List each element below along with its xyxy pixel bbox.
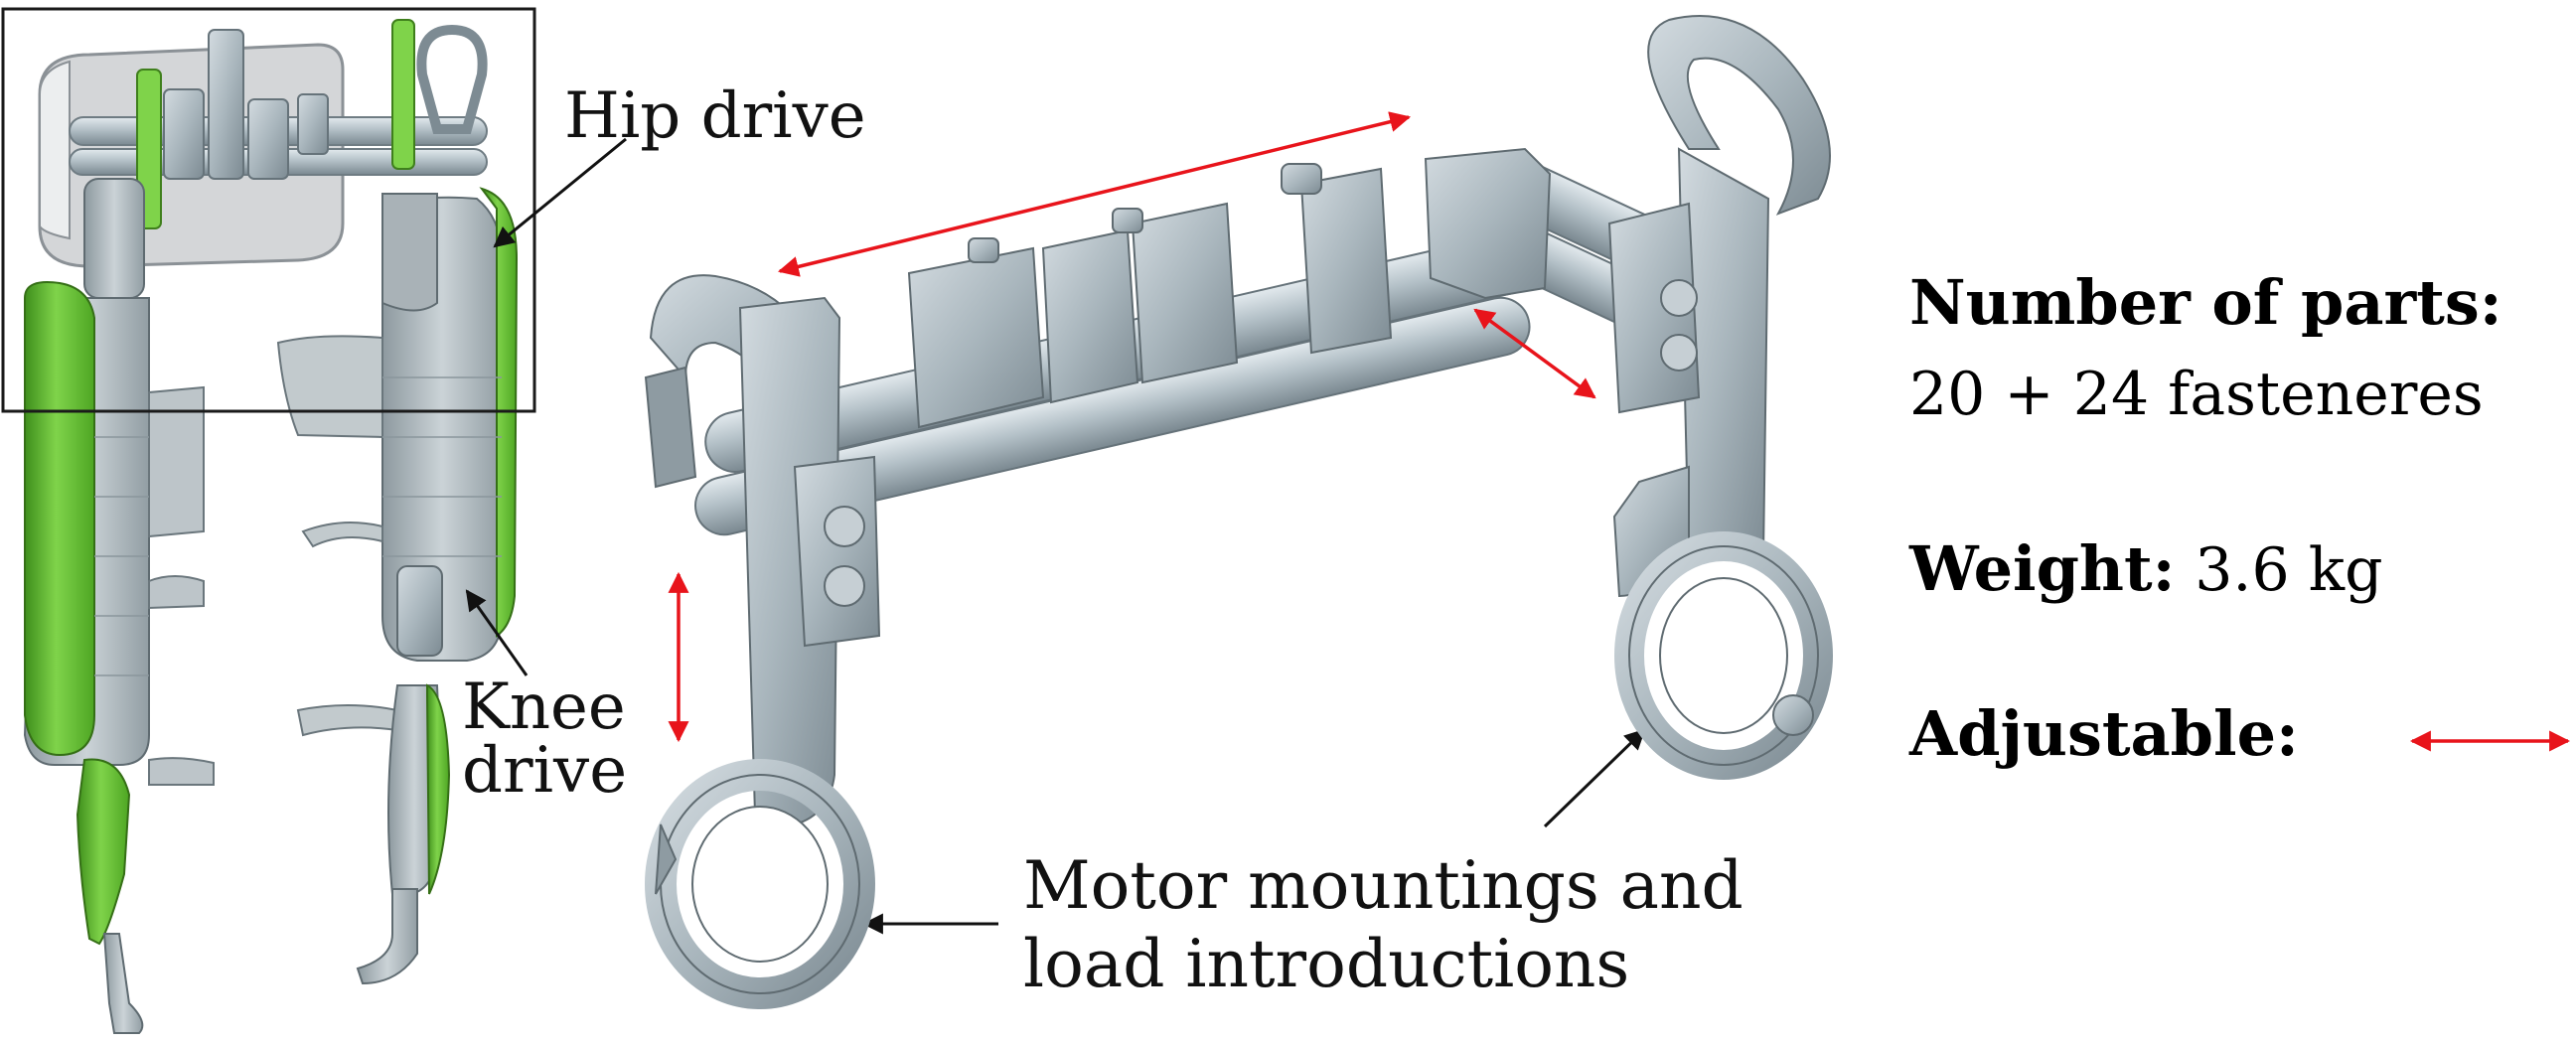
hip-frame xyxy=(644,15,1833,1009)
width-adjust-arrow xyxy=(777,111,1412,277)
knee-drive-pointer xyxy=(465,589,529,676)
knee-drive-label: Knee drive xyxy=(462,675,627,803)
parts-value: 20 + 24 fasteneres xyxy=(1909,360,2484,429)
left-leg xyxy=(23,178,215,1034)
right-hip-handle xyxy=(416,24,488,134)
right-hip-plate xyxy=(391,19,415,170)
right-leg xyxy=(276,187,519,985)
motor-mountings-label-line2: load introductions xyxy=(1023,926,1630,1003)
depth-adjust-arrow xyxy=(1473,308,1596,399)
weight-spec: Weight: 3.6 kg xyxy=(1909,532,2383,605)
knee-drive-label-line1: Knee xyxy=(462,671,626,744)
hip-bar xyxy=(69,29,488,180)
knee-drive-label-line2: drive xyxy=(462,734,628,808)
motor-mountings-label: Motor mountings and load introductions xyxy=(1023,846,1743,1003)
hip-drive-label: Hip drive xyxy=(564,79,866,153)
weight-label: Weight: xyxy=(1909,532,2176,605)
hip-callout-box xyxy=(1,7,536,413)
weight-value: 3.6 kg xyxy=(2195,535,2383,605)
right-bracket xyxy=(1607,15,1833,780)
motor-pointer-right xyxy=(1543,728,1646,828)
adjustable-label: Adjustable: xyxy=(1909,697,2299,770)
parts-label: Number of parts: xyxy=(1909,266,2502,339)
hip-drive-pointer xyxy=(493,137,627,248)
motor-mountings-label-line1: Motor mountings and xyxy=(1023,847,1743,924)
left-bracket xyxy=(644,274,881,1009)
exoskeleton-overview xyxy=(1,7,536,1034)
